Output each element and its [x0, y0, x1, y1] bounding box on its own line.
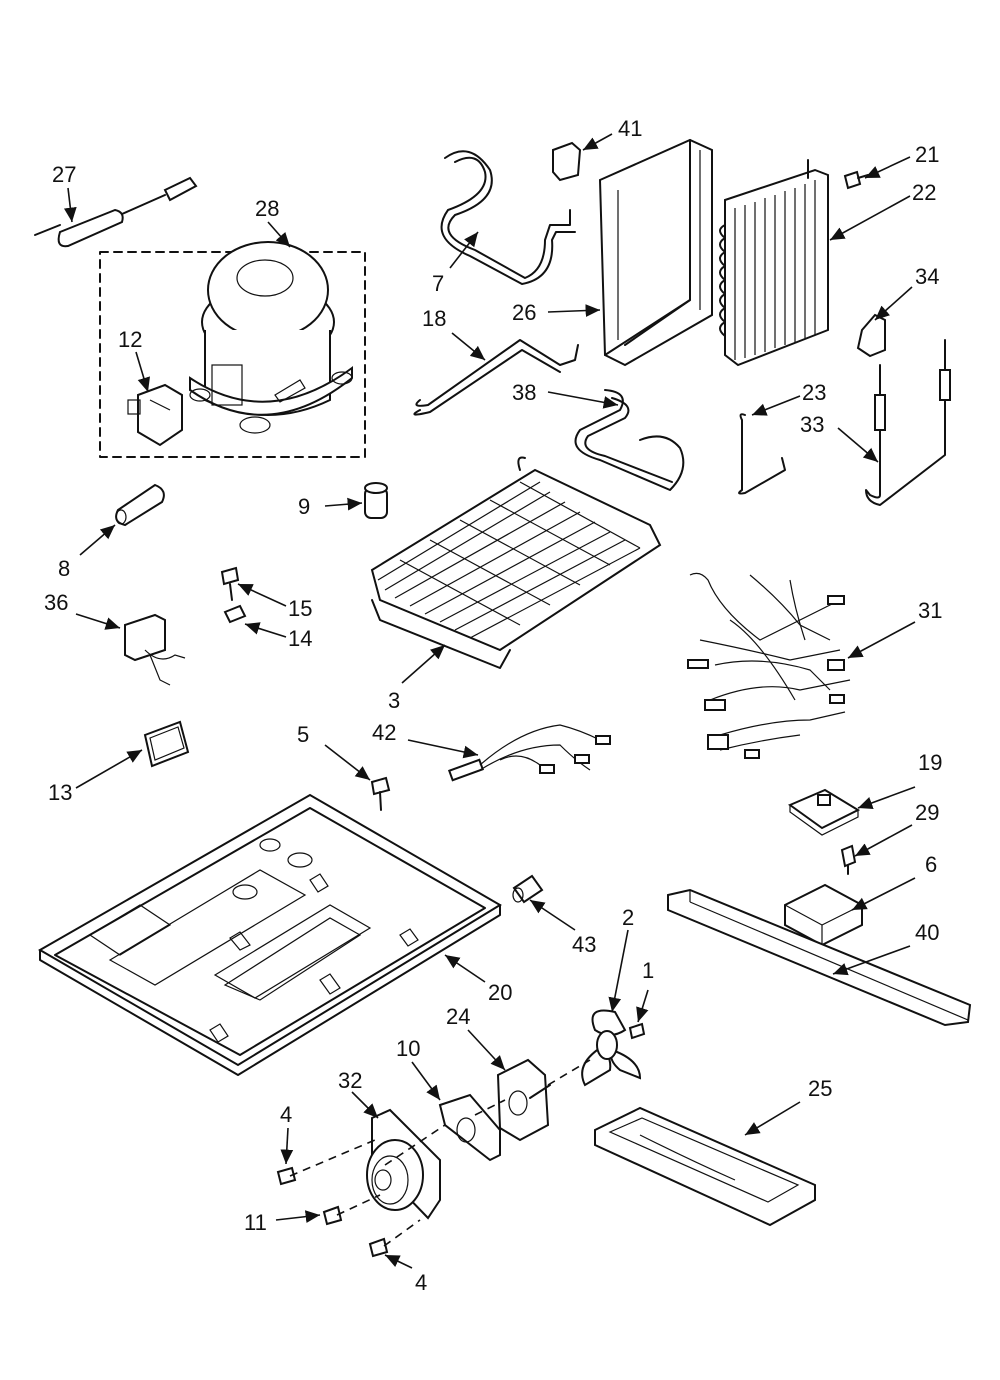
callout-41: 41 — [618, 116, 642, 141]
callout-3: 3 — [388, 688, 400, 713]
rod-23-part — [738, 413, 786, 495]
callout-32: 32 — [338, 1068, 362, 1093]
screw-21-part — [843, 170, 869, 190]
fan-shroud-32-part — [366, 1108, 441, 1220]
callout-28: 28 — [255, 196, 279, 221]
callout-19: 19 — [918, 750, 942, 775]
screw-15-part — [220, 566, 240, 601]
condenser-part — [719, 159, 829, 367]
callout-23: 23 — [802, 380, 826, 405]
callout-33: 33 — [800, 412, 824, 437]
screw-4b-part — [368, 1237, 389, 1258]
callout-24: 24 — [446, 1004, 470, 1029]
callout-11: 11 — [244, 1210, 267, 1235]
screw-11-part — [322, 1205, 343, 1226]
grommet-8-part — [115, 483, 165, 527]
evaporator-part — [370, 456, 662, 669]
harness-42-part — [447, 724, 611, 782]
callout-34: 34 — [915, 264, 939, 289]
callout-8: 8 — [58, 556, 70, 581]
connector-29-part — [840, 844, 857, 875]
capacitor-part — [364, 482, 388, 519]
screw-5-part — [370, 776, 391, 811]
callout-14: 14 — [288, 626, 312, 651]
control-board-part — [787, 788, 861, 836]
callout-42: 42 — [372, 720, 396, 745]
condenser-shroud-part — [598, 138, 713, 367]
callout-31: 31 — [918, 598, 942, 623]
clip-14-part — [223, 604, 247, 624]
fan-motor-part — [496, 1058, 551, 1142]
callout-22: 22 — [912, 180, 936, 205]
callout-5: 5 — [297, 722, 309, 747]
filter-pad-13-part — [143, 720, 190, 768]
wire-harness-part — [687, 572, 851, 759]
cover-box-6-part — [784, 883, 863, 947]
callout-38: 38 — [512, 380, 536, 405]
fan-blade-part — [581, 1009, 642, 1087]
transformer-36-part — [124, 613, 186, 686]
callout-7: 7 — [432, 271, 444, 296]
rod-part — [415, 339, 579, 407]
callout-36: 36 — [44, 590, 68, 615]
callout-25: 25 — [808, 1076, 832, 1101]
callout-15: 15 — [288, 596, 312, 621]
callout-4-bottom: 4 — [415, 1270, 427, 1295]
callout-10: 10 — [396, 1036, 420, 1061]
bracket-10-part — [438, 1093, 501, 1162]
base-pan-part — [38, 793, 502, 1076]
callout-1: 1 — [642, 958, 654, 983]
callout-21: 21 — [915, 142, 939, 167]
grommet-43-part — [512, 874, 544, 904]
clip-part — [552, 141, 582, 182]
callout-43: 43 — [572, 932, 596, 957]
callout-26: 26 — [512, 300, 536, 325]
callout-4-top: 4 — [280, 1102, 292, 1127]
callout-27: 27 — [52, 162, 76, 187]
callout-18: 18 — [422, 306, 446, 331]
callout-13: 13 — [48, 780, 72, 805]
tubing-38-part — [574, 389, 685, 491]
tubing-part — [444, 150, 571, 279]
callout-6: 6 — [925, 852, 937, 877]
callout-2: 2 — [622, 905, 634, 930]
filter-drier-part — [34, 176, 198, 248]
compressor-part — [189, 241, 353, 434]
callout-20: 20 — [488, 980, 512, 1005]
bracket-34-part — [856, 313, 886, 358]
screw-1-part — [628, 1022, 646, 1040]
tubing-33-part — [865, 339, 951, 506]
callout-40: 40 — [915, 920, 939, 945]
relay-part — [127, 383, 183, 447]
drain-pan-part — [594, 1106, 816, 1227]
callout-29: 29 — [915, 800, 939, 825]
insulation-strip-part — [667, 888, 972, 1027]
callout-12: 12 — [118, 327, 142, 352]
screw-4a-part — [276, 1166, 297, 1186]
callout-9: 9 — [298, 494, 310, 519]
